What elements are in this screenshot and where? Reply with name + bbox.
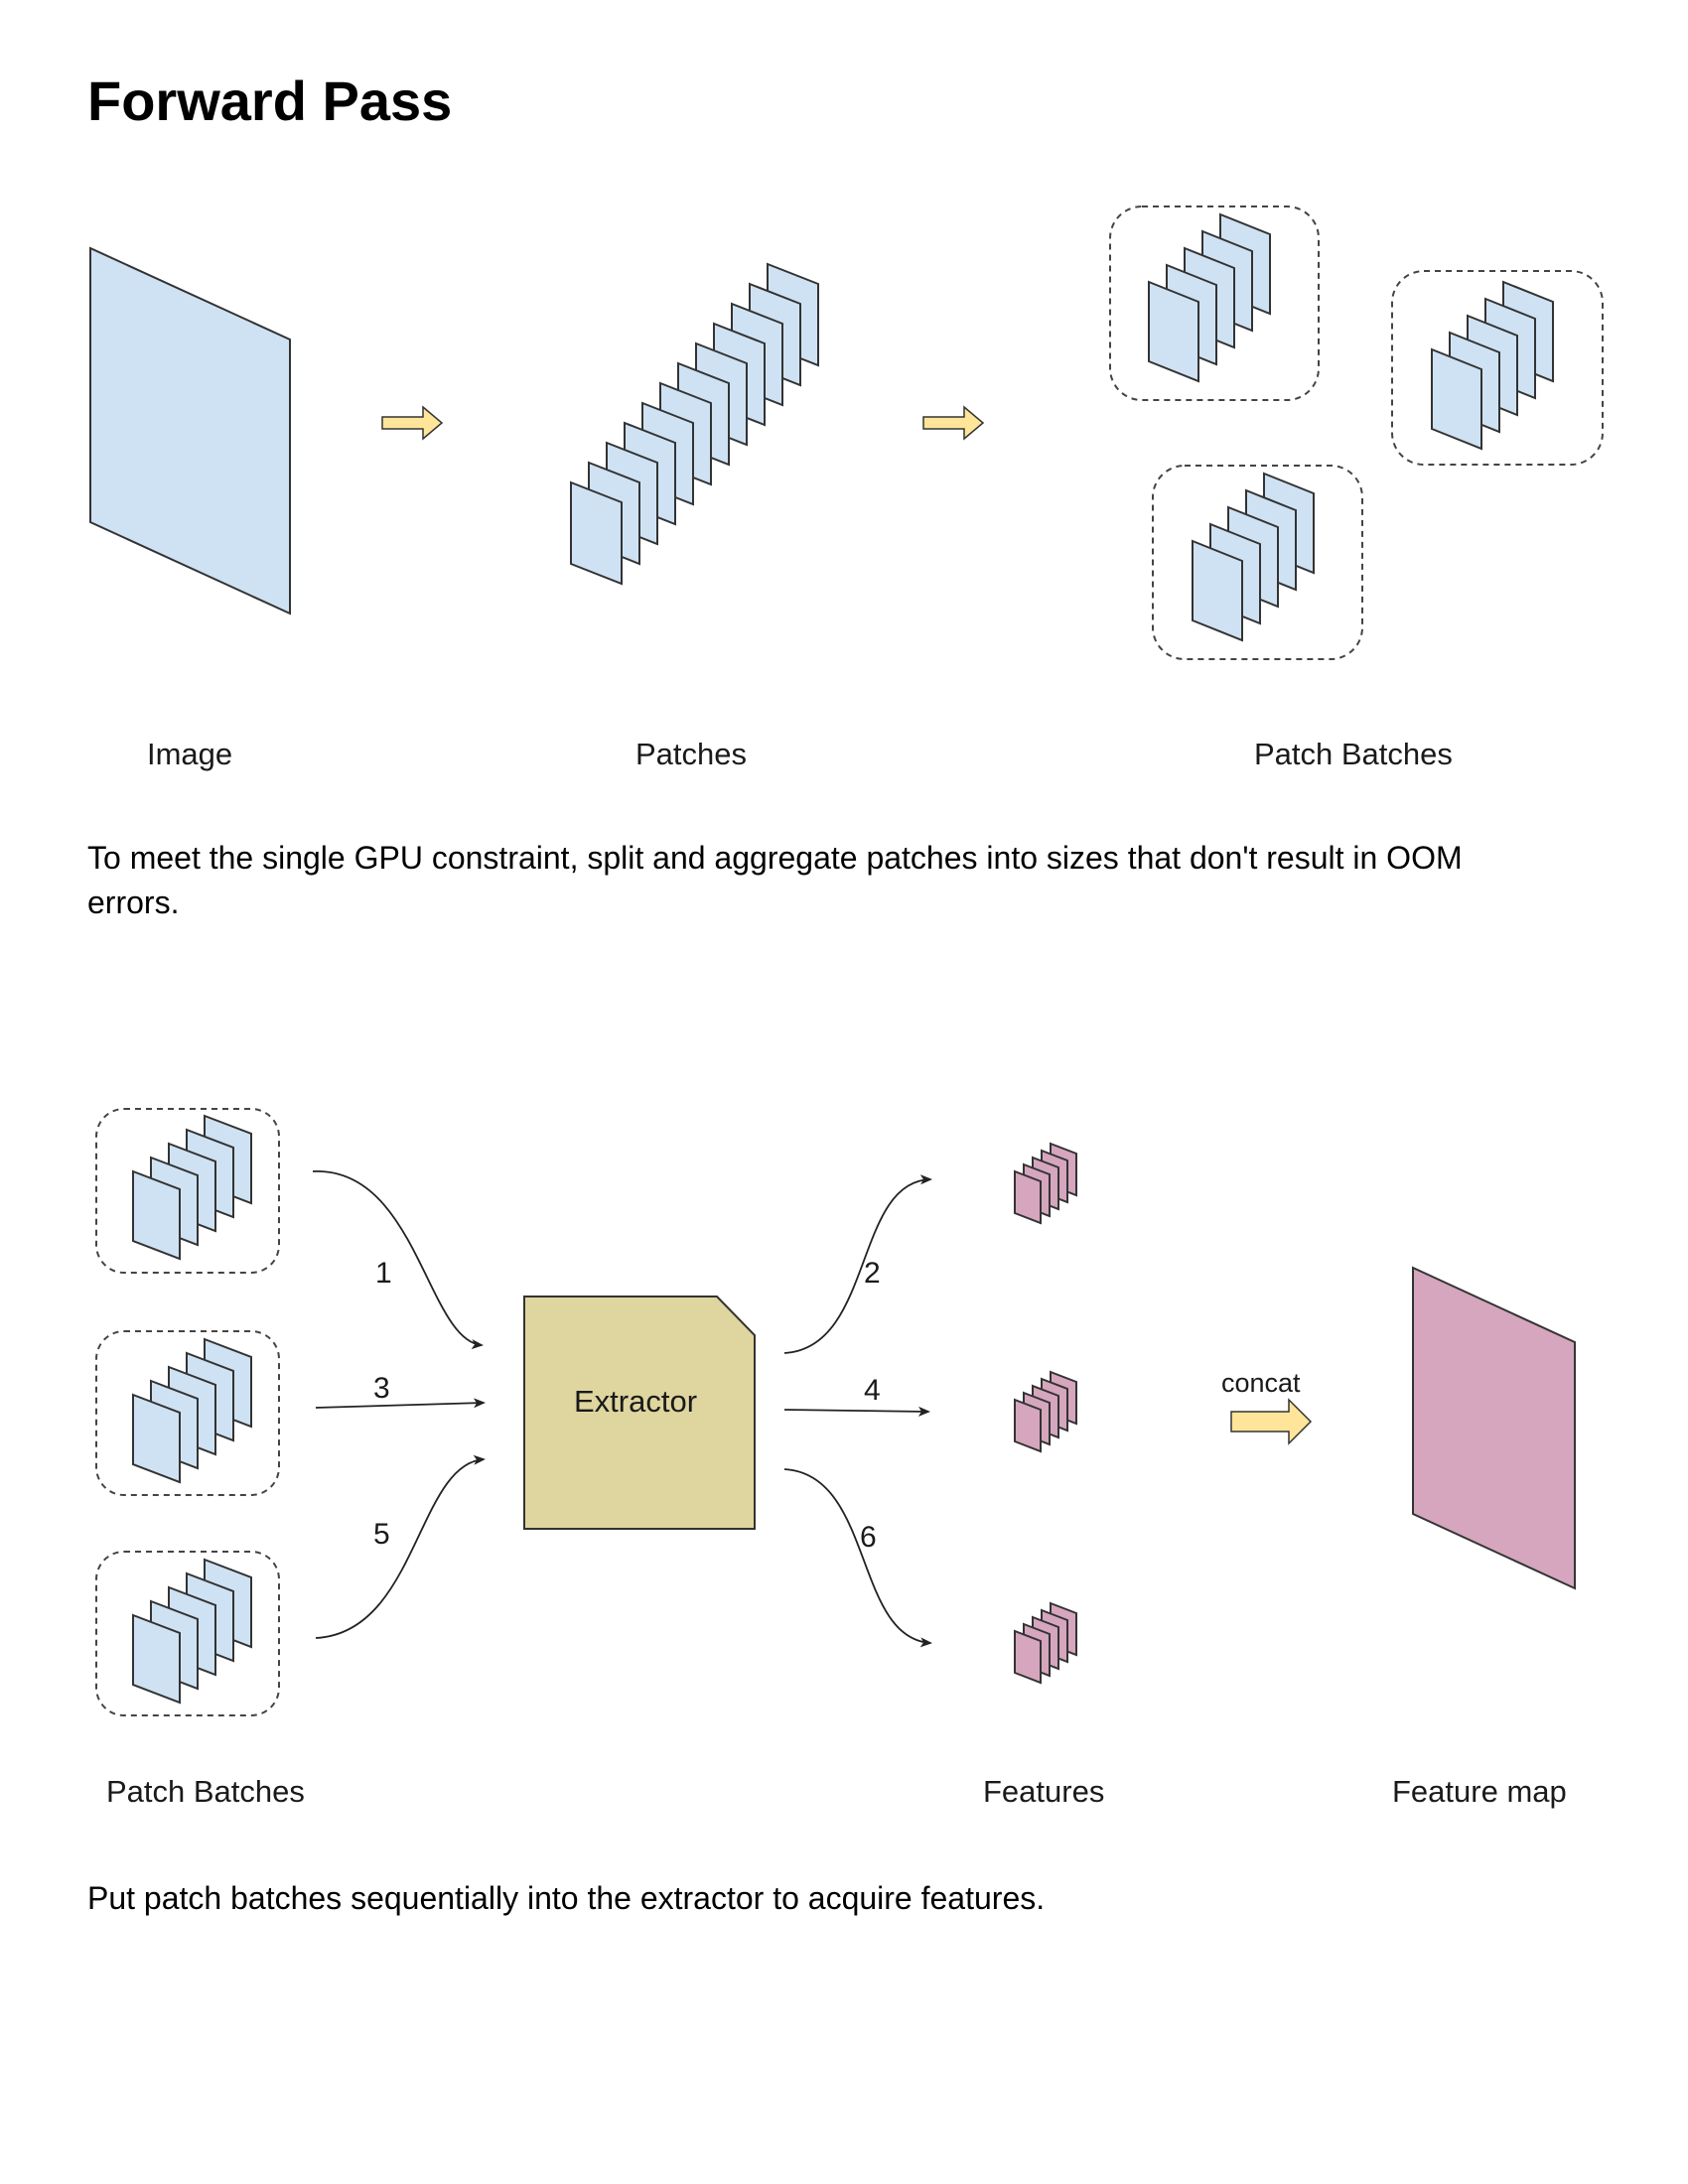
batch-top-1-stack <box>1148 212 1271 383</box>
arrow-step-2 <box>783 1174 932 1354</box>
step-label-5: 5 <box>373 1518 390 1551</box>
arrow-step-5 <box>315 1454 486 1639</box>
step-label-6: 6 <box>860 1521 877 1554</box>
batch-bottom-2-stack <box>132 1337 252 1484</box>
step-label-1: 1 <box>375 1257 392 1290</box>
image-panel <box>89 246 291 615</box>
extractor-label: Extractor <box>574 1384 697 1419</box>
concat-label: concat <box>1221 1368 1301 1398</box>
batch-group-top-3 <box>1152 465 1363 660</box>
patch-card <box>132 1169 181 1261</box>
arrow-step-3 <box>315 1398 486 1409</box>
step-label-4: 4 <box>864 1374 881 1407</box>
batch-group-bottom-1 <box>95 1108 280 1274</box>
batch-group-bottom-2 <box>95 1330 280 1496</box>
label-patch-batches-bottom: Patch Batches <box>106 1774 305 1809</box>
feature-card <box>1014 1629 1042 1685</box>
features-stack-1 <box>1014 1142 1077 1225</box>
batch-group-bottom-3 <box>95 1551 280 1716</box>
feature-card <box>1014 1398 1042 1453</box>
patch-card <box>570 480 623 586</box>
patch-card <box>1431 347 1482 451</box>
step-label-2: 2 <box>864 1257 881 1290</box>
batch-bottom-3-stack <box>132 1558 252 1705</box>
patch-card <box>132 1613 181 1705</box>
arrow-step-1 <box>312 1170 484 1350</box>
arrow-concat <box>1230 1398 1313 1445</box>
label-feature-map: Feature map <box>1392 1774 1567 1809</box>
arrow-image-to-patches <box>381 405 444 441</box>
patch-card <box>1148 280 1199 383</box>
label-patches: Patches <box>635 737 747 771</box>
extractor-box <box>523 1296 756 1530</box>
page-title: Forward Pass <box>87 69 453 132</box>
features-stack-3 <box>1014 1601 1077 1685</box>
label-features: Features <box>983 1774 1104 1809</box>
label-patch-batches-top: Patch Batches <box>1254 737 1453 771</box>
batch-bottom-1-stack <box>132 1114 252 1261</box>
step-label-3: 3 <box>373 1372 390 1405</box>
paragraph-split-patches: To meet the single GPU constraint, split… <box>87 840 1463 920</box>
batch-top-2-stack <box>1431 280 1554 451</box>
arrow-step-4 <box>783 1406 930 1417</box>
label-image: Image <box>147 737 232 771</box>
batch-top-3-stack <box>1192 472 1315 642</box>
paragraph-sequential-extractor: Put patch batches sequentially into the … <box>87 1880 1046 1916</box>
patch-card <box>132 1393 181 1484</box>
batch-group-top-1 <box>1109 205 1320 401</box>
features-stack-2 <box>1014 1370 1077 1453</box>
feature-map-panel <box>1412 1266 1576 1590</box>
batch-group-top-2 <box>1391 270 1604 466</box>
patch-card <box>1192 539 1243 642</box>
arrow-step-6 <box>783 1468 932 1648</box>
feature-card <box>1014 1169 1042 1225</box>
arrow-patches-to-batches <box>922 405 985 441</box>
patches-stack <box>570 262 819 586</box>
